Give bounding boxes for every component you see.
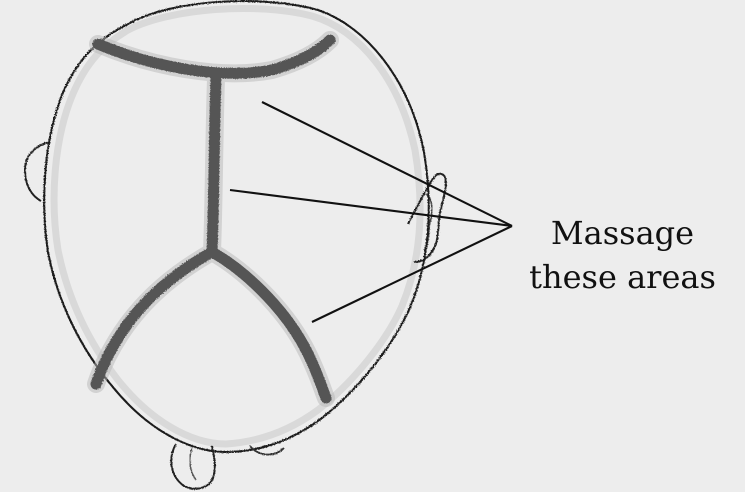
massage-label: Massage these areas — [500, 211, 745, 299]
pointer-line-middle — [230, 190, 512, 226]
massage-label-line-1: Massage — [500, 211, 745, 255]
chin-bump — [250, 446, 284, 455]
sagittal-suture — [212, 78, 216, 252]
nose-line — [190, 448, 196, 480]
pointer-line-top — [262, 102, 512, 226]
massage-label-line-2: these areas — [500, 255, 745, 299]
pointer-line-bottom — [312, 226, 512, 322]
